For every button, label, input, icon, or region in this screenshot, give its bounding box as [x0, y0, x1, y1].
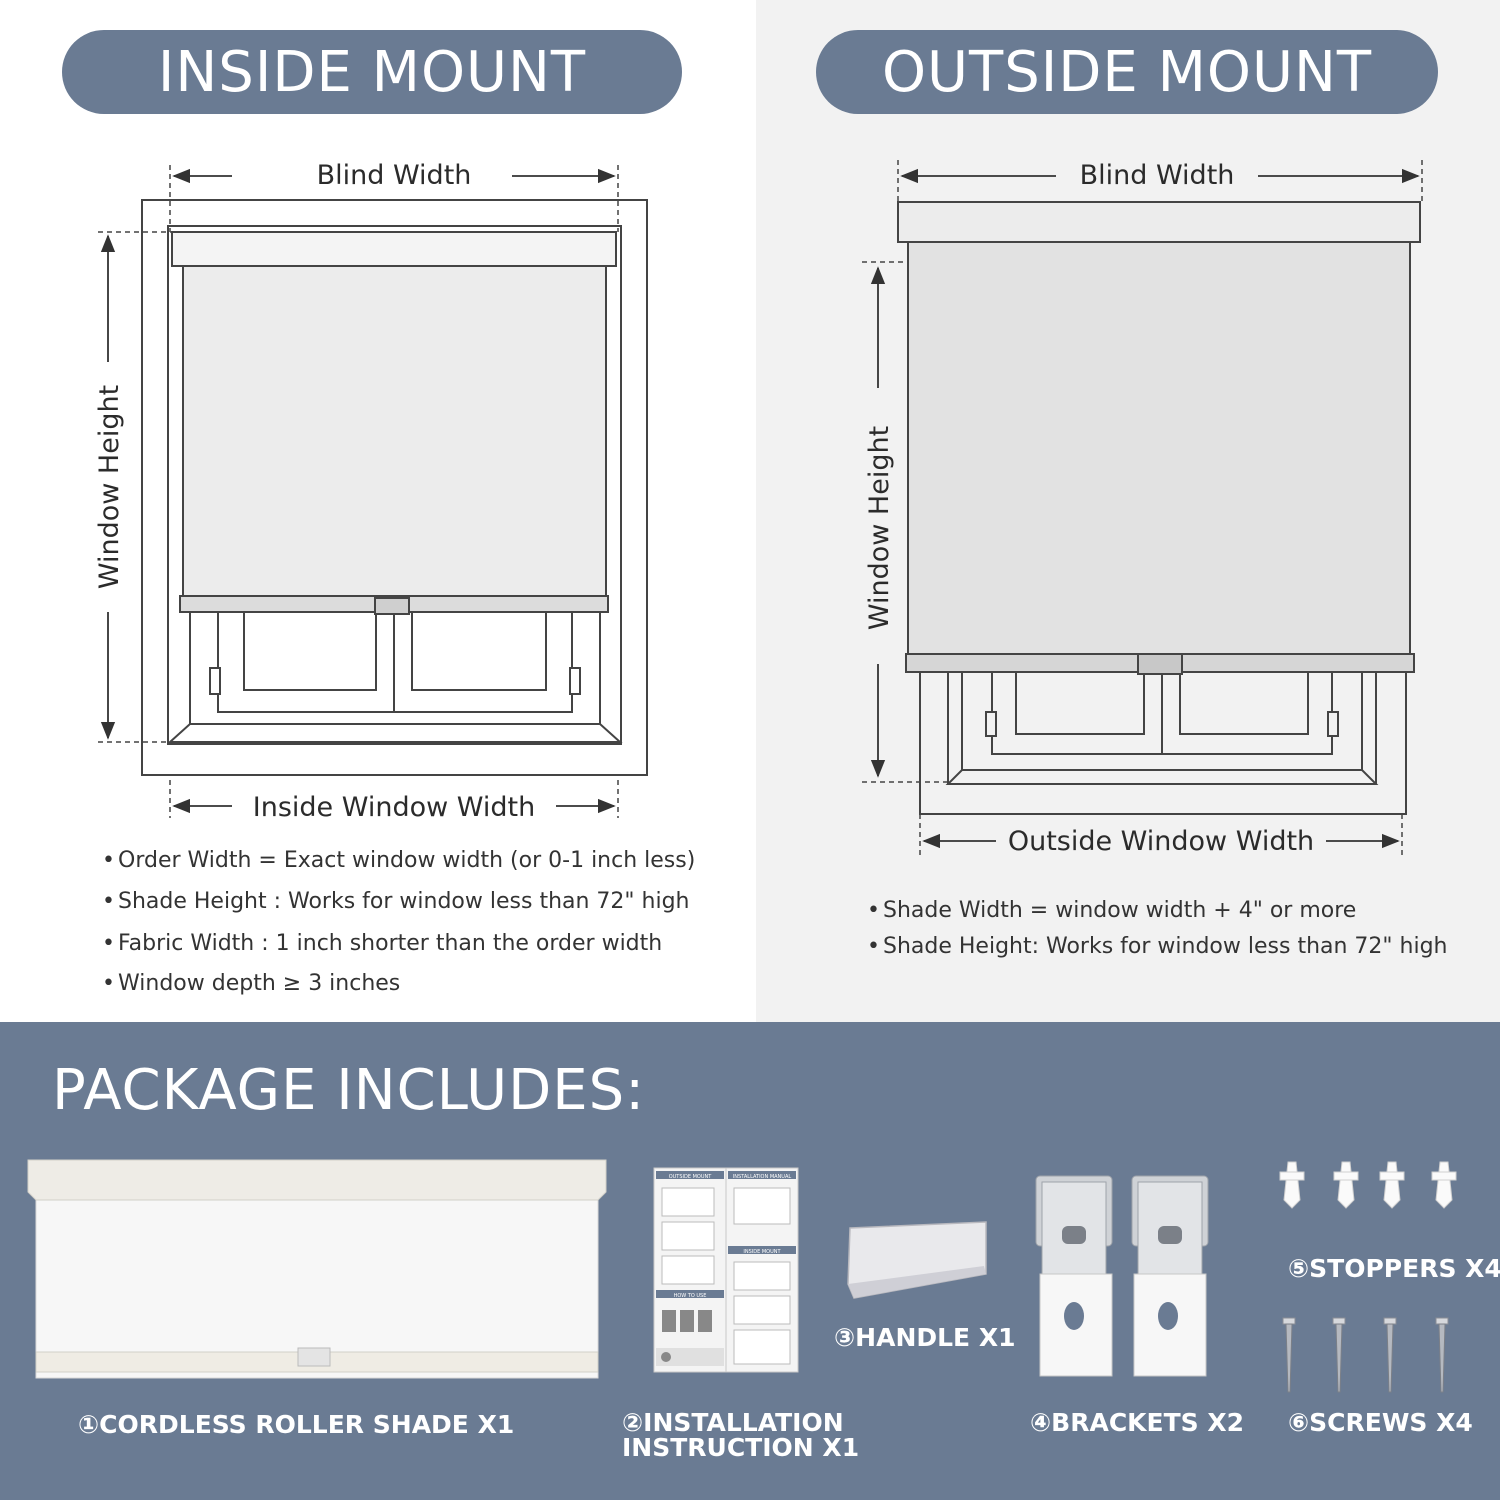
- outside-mount-diagram: Blind Width Window Height Outside Window…: [862, 160, 1423, 857]
- inside-notes: Order Width = Exact window width (or 0-1…: [102, 848, 695, 1011]
- manual-outside-heading: OUTSIDE MOUNT: [669, 1174, 713, 1180]
- stoppers-label: ⑤STOPPERS X4: [1288, 1254, 1500, 1283]
- instruction-manual-icon: OUTSIDE MOUNT INSTALLATION MANUAL HOW TO…: [653, 1167, 799, 1373]
- brackets-label: ④BRACKETS X2: [1030, 1408, 1245, 1437]
- outside-note: Shade Height: Works for window less than…: [867, 934, 1448, 970]
- package-items: OUTSIDE MOUNT INSTALLATION MANUAL HOW TO…: [27, 1159, 1457, 1393]
- screws-label: ⑥SCREWS X4: [1288, 1408, 1473, 1437]
- package-title: PACKAGE INCLUDES:: [52, 1058, 646, 1123]
- manual-installation-heading: INSTALLATION MANUAL: [733, 1174, 792, 1180]
- mount-diagrams: Blind Width Window Height Inside Window …: [94, 160, 1423, 857]
- inside-note: Order Width = Exact window width (or 0-1…: [102, 848, 695, 889]
- bracket-icon: [1131, 1175, 1209, 1377]
- inside-note: Fabric Width : 1 inch shorter than the o…: [102, 931, 695, 971]
- shade-label: ①CORDLESS ROLLER SHADE X1: [78, 1410, 515, 1439]
- inside-note: Window depth ≥ 3 inches: [102, 971, 695, 1011]
- instruction-label-line1: ②INSTALLATION: [622, 1408, 844, 1437]
- outside-window-width-label: Outside Window Width: [1008, 826, 1314, 857]
- outside-blind-width-label: Blind Width: [1080, 160, 1235, 191]
- inside-mount-diagram: Blind Width Window Height Inside Window …: [94, 160, 648, 823]
- inside-window-height-label: Window Height: [94, 385, 125, 589]
- manual-inside-heading: INSIDE MOUNT: [743, 1249, 781, 1255]
- outside-window-height-label: Window Height: [864, 426, 895, 630]
- handle-label: ③HANDLE X1: [834, 1323, 1016, 1352]
- screw-icon: [1282, 1317, 1449, 1393]
- inside-window-width-label: Inside Window Width: [253, 792, 535, 823]
- inside-mount-title: INSIDE MOUNT: [62, 30, 682, 114]
- package-section: PACKAGE INCLUDES: OUTSIDE MOUNT INSTALLA…: [0, 1022, 1500, 1500]
- handle-icon: [847, 1221, 987, 1299]
- inside-note: Shade Height : Works for window less tha…: [102, 889, 695, 931]
- roller-shade-icon: [27, 1159, 607, 1379]
- bracket-icon: [1035, 1175, 1113, 1377]
- inside-blind-width-label: Blind Width: [317, 160, 472, 191]
- outside-notes: Shade Width = window width + 4" or more …: [867, 898, 1448, 970]
- instruction-label-line2: INSTRUCTION X1: [622, 1433, 860, 1462]
- outside-note: Shade Width = window width + 4" or more: [867, 898, 1448, 934]
- wall-anchor-icon: [1279, 1161, 1457, 1209]
- manual-how-heading: HOW TO USE: [674, 1293, 707, 1299]
- outside-mount-title: OUTSIDE MOUNT: [816, 30, 1438, 114]
